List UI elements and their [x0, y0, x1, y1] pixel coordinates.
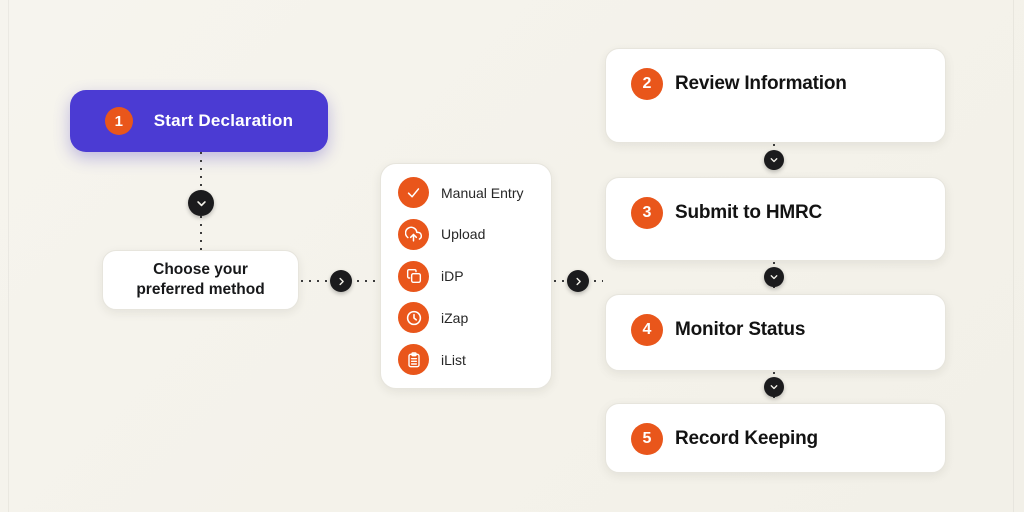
step-number-badge: 5 [631, 423, 663, 455]
method-label: iZap [441, 309, 469, 326]
method-item-izap: iZap [381, 302, 551, 334]
methods-list: Manual Entry Upload iDP [380, 163, 552, 389]
node-review-information: 2 Review Information [605, 48, 946, 143]
right-edge-line [1013, 0, 1014, 512]
node-record-keeping: 5 Record Keeping [605, 403, 946, 473]
step-number-badge: 3 [631, 197, 663, 229]
chevron-right-icon [567, 270, 589, 292]
method-item-upload: Upload [381, 218, 551, 250]
step-number-badge: 2 [631, 68, 663, 100]
method-label: Manual Entry [441, 184, 524, 201]
node-choose-method: Choose your preferred method [102, 250, 299, 310]
choose-label-line2: preferred method [136, 281, 265, 298]
chevron-right-icon [330, 270, 352, 292]
left-edge-line [8, 0, 9, 512]
cloud-upload-icon [398, 218, 429, 250]
step-label: Submit to HMRC [675, 202, 823, 223]
node-monitor-status: 4 Monitor Status [605, 294, 946, 371]
step-number-badge: 4 [631, 314, 663, 346]
chevron-down-icon [764, 377, 784, 397]
node-start-declaration: 1 Start Declaration [70, 90, 328, 152]
method-item-idp: iDP [381, 260, 551, 292]
step-label: Monitor Status [675, 319, 806, 340]
method-label: iDP [441, 268, 464, 284]
chevron-down-icon [188, 190, 214, 216]
choose-label-line1: Choose your [153, 261, 248, 279]
step-label: Record Keeping [675, 428, 818, 449]
method-label: iList [441, 351, 466, 368]
method-item-ilist: iList [381, 344, 551, 375]
chevron-down-icon [764, 150, 784, 170]
check-icon [398, 177, 429, 208]
step-label: Start Declaration [153, 111, 294, 130]
method-label: Upload [441, 226, 486, 243]
clock-icon [398, 302, 429, 334]
clipboard-grid-icon [398, 344, 429, 375]
step-number-badge: 1 [104, 107, 133, 135]
method-item-manual-entry: Manual Entry [381, 177, 551, 208]
copy-document-icon [398, 260, 429, 292]
step-label: Review Information [675, 73, 847, 94]
node-submit-to-hmrc: 3 Submit to HMRC [605, 177, 946, 261]
chevron-down-icon [764, 267, 784, 287]
